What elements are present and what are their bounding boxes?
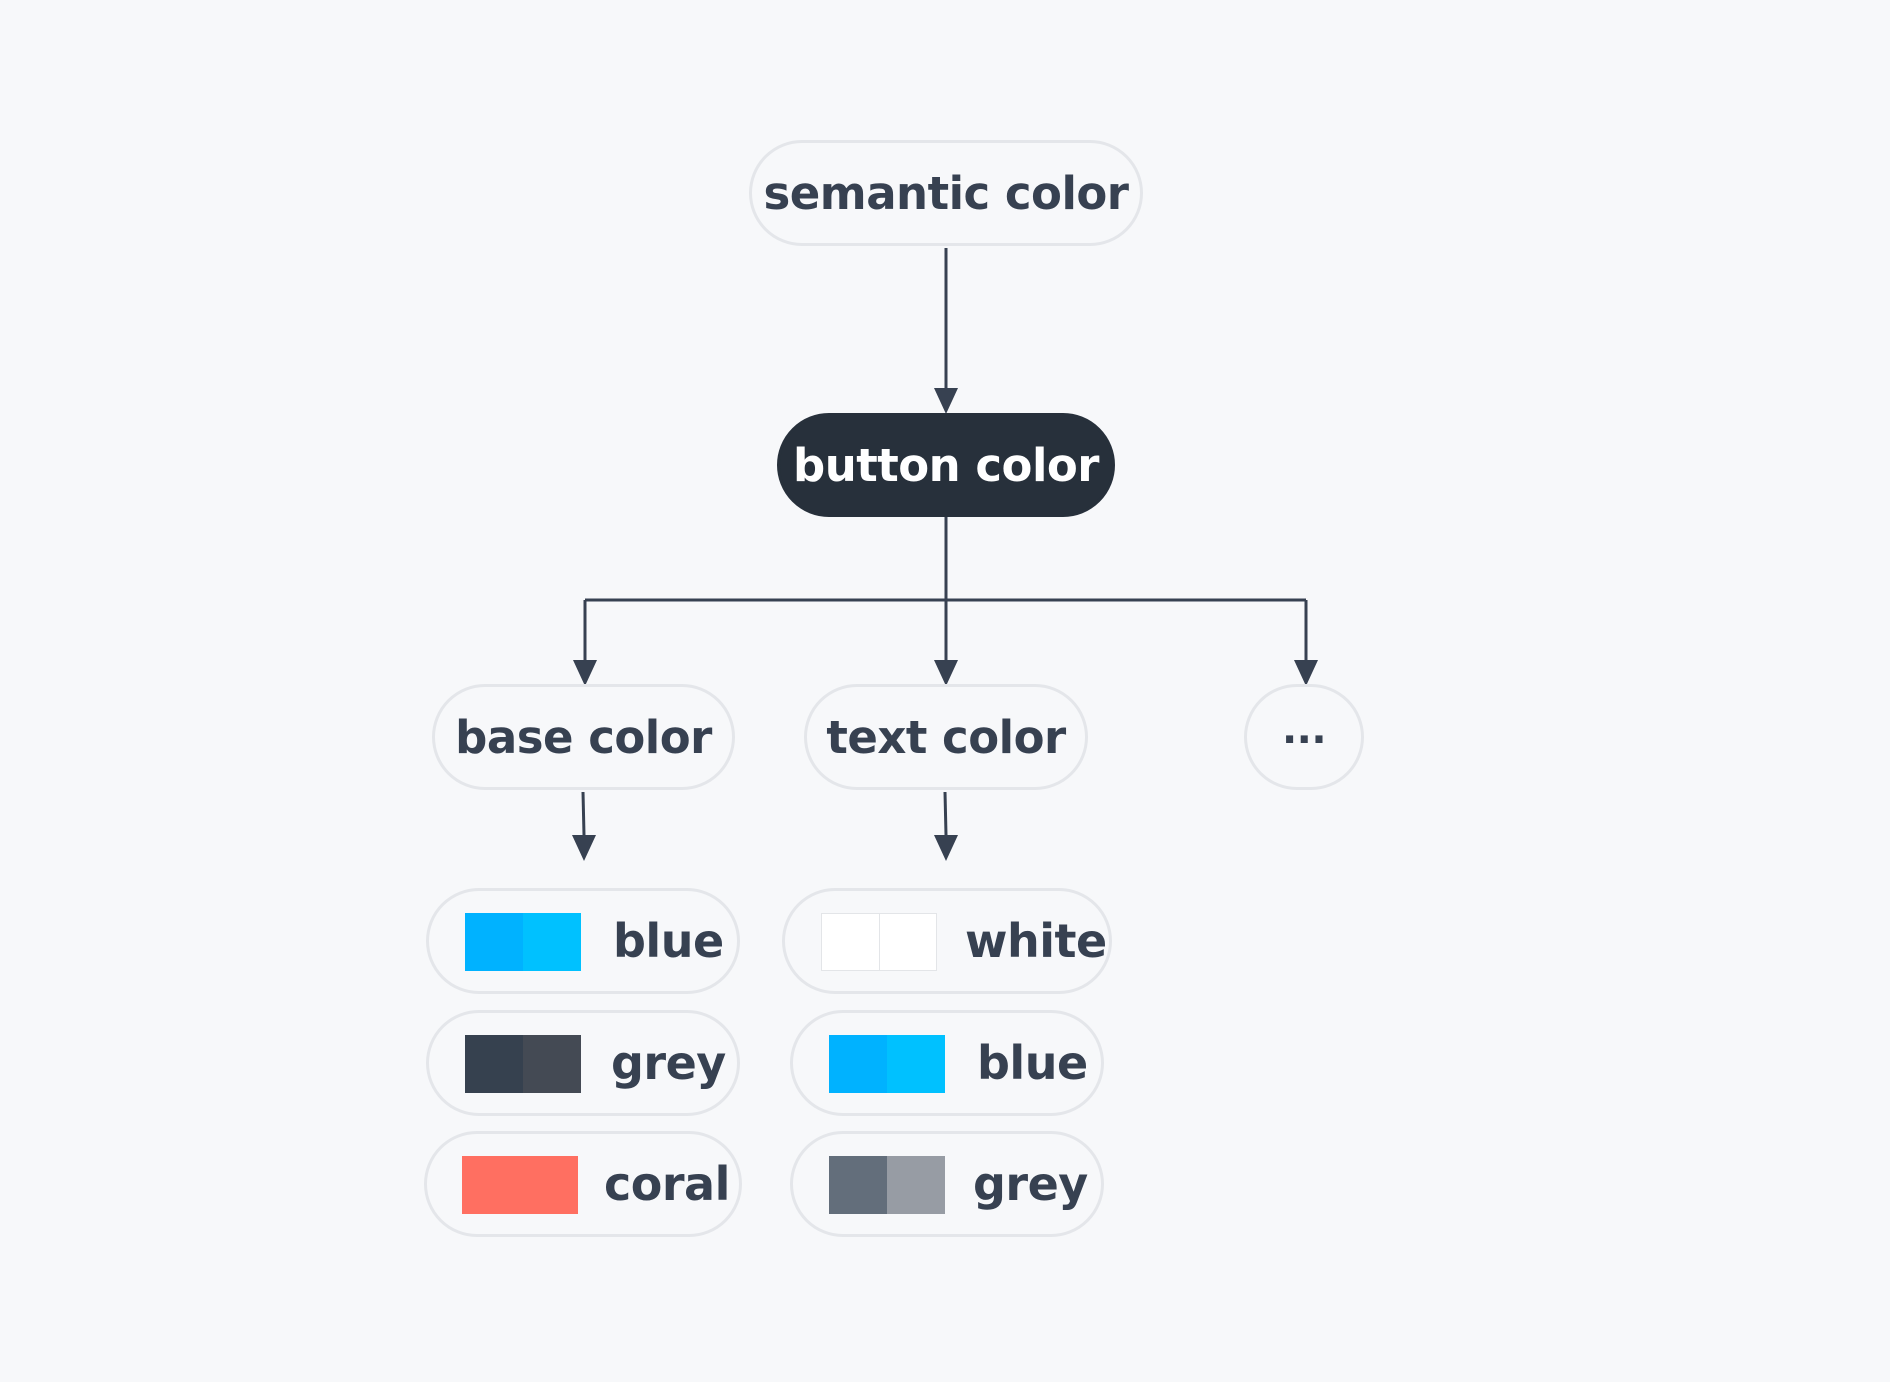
node-button-color: button color bbox=[777, 413, 1115, 517]
text-color-chip-blue: blue bbox=[790, 1010, 1104, 1116]
swatch-shade-1 bbox=[465, 1035, 523, 1093]
arrowhead-base-swatches bbox=[572, 835, 596, 861]
swatch-shade-1 bbox=[829, 1035, 887, 1093]
node-base-color: base color bbox=[432, 684, 735, 790]
chip-label-wrap: grey bbox=[611, 1013, 726, 1113]
swatch-shade-1 bbox=[465, 913, 523, 971]
arrowhead-base-color bbox=[573, 660, 597, 686]
chip-label-wrap: grey bbox=[973, 1134, 1088, 1234]
color-swatch-white bbox=[821, 913, 937, 971]
swatch-shade-1 bbox=[829, 1156, 887, 1214]
base-color-label-grey: grey bbox=[611, 1036, 726, 1090]
swatch-shade-2 bbox=[520, 1156, 578, 1214]
chip-label-wrap: white bbox=[965, 891, 1107, 991]
text-color-label-blue: blue bbox=[977, 1036, 1088, 1090]
chip-label-wrap: coral bbox=[604, 1134, 730, 1234]
swatch-shade-2 bbox=[879, 913, 937, 971]
node-more-ellipsis-label: ... bbox=[1281, 707, 1327, 753]
chip-label-wrap: blue bbox=[613, 891, 724, 991]
node-text-color: text color bbox=[804, 684, 1088, 790]
arrowhead-button bbox=[934, 388, 958, 414]
text-color-chip-grey: grey bbox=[790, 1131, 1104, 1237]
arrowhead-text-color bbox=[934, 660, 958, 686]
connector-text-color-down bbox=[943, 791, 948, 836]
swatch-shade-2 bbox=[523, 1035, 581, 1093]
arrowhead-ellipsis bbox=[1294, 660, 1318, 686]
connector-base-color-down bbox=[581, 791, 586, 836]
base-color-chip-grey: grey bbox=[426, 1010, 740, 1116]
text-color-label-grey: grey bbox=[973, 1157, 1088, 1211]
base-color-chip-coral: coral bbox=[424, 1131, 742, 1237]
node-base-color-label: base color bbox=[455, 710, 712, 764]
swatch-shade-2 bbox=[523, 913, 581, 971]
node-button-color-label: button color bbox=[792, 438, 1100, 492]
node-semantic-color: semantic color bbox=[749, 140, 1143, 246]
swatch-shade-1 bbox=[821, 913, 880, 971]
node-more-ellipsis: ... bbox=[1244, 684, 1364, 790]
swatch-shade-1 bbox=[462, 1156, 520, 1214]
color-swatch-grey bbox=[465, 1035, 581, 1093]
base-color-chip-blue: blue bbox=[426, 888, 740, 994]
base-color-label-blue: blue bbox=[613, 914, 724, 968]
swatch-shade-2 bbox=[887, 1156, 945, 1214]
node-text-color-label: text color bbox=[826, 710, 1066, 764]
chip-label-wrap: blue bbox=[977, 1013, 1088, 1113]
text-color-label-white: white bbox=[965, 914, 1107, 968]
node-semantic-color-label: semantic color bbox=[763, 166, 1130, 220]
text-color-chip-white: white bbox=[782, 888, 1112, 994]
color-swatch-grey bbox=[829, 1156, 945, 1214]
color-swatch-blue bbox=[465, 913, 581, 971]
color-swatch-coral bbox=[462, 1156, 578, 1214]
base-color-label-coral: coral bbox=[604, 1157, 730, 1211]
arrowhead-text-swatches bbox=[934, 835, 958, 861]
color-swatch-blue bbox=[829, 1035, 945, 1093]
swatch-shade-2 bbox=[887, 1035, 945, 1093]
